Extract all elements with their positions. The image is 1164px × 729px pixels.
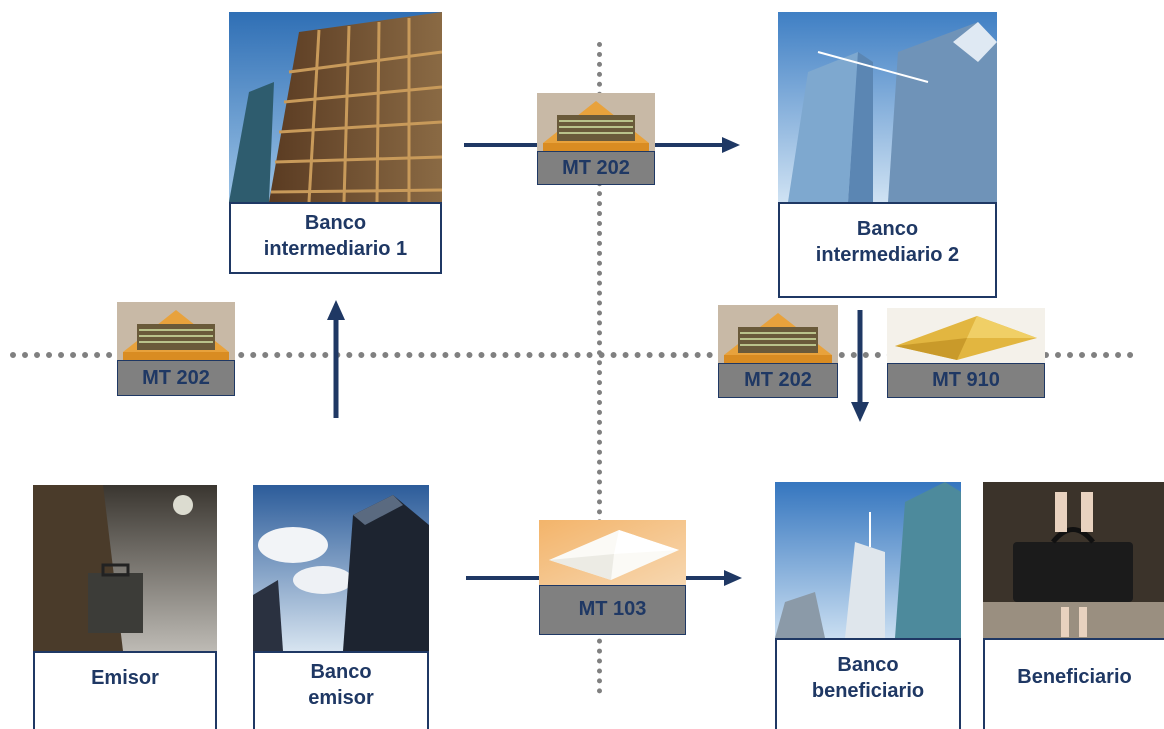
node-label-line1: Banco — [856, 218, 919, 240]
message-label-mt202-left: MT 202 — [117, 360, 235, 396]
node-label-line1: Banco — [837, 654, 899, 676]
node-label-line2: beneficiario — [811, 680, 925, 702]
node-label-line1: Beneficiario — [1017, 666, 1132, 688]
node-banco-intermediario-2: Banco intermediario 2 — [778, 202, 997, 298]
node-banco-emisor: Banco emisor — [253, 651, 429, 729]
arrow-emisor-to-intermediario1 — [327, 300, 345, 418]
node-label-line1: Banco — [304, 212, 367, 234]
node-label-line2: intermediario 1 — [263, 238, 408, 260]
node-emisor: Emisor — [33, 651, 217, 729]
money-envelope-icon — [718, 305, 838, 363]
gold-envelope-icon — [887, 308, 1045, 363]
arrow-intermediario2-to-beneficiario — [851, 310, 869, 422]
building-photo-intermediario-2 — [778, 12, 997, 202]
message-label-mt202-right: MT 202 — [718, 363, 838, 398]
message-label-mt103: MT 103 — [539, 585, 686, 635]
message-label-mt910: MT 910 — [887, 363, 1045, 398]
node-label-line2: intermediario 2 — [815, 244, 960, 266]
building-photo-intermediario-1 — [229, 12, 442, 202]
vertical-divider — [597, 42, 602, 694]
person-holding-briefcase-photo — [983, 482, 1164, 638]
message-label-mt202-top: MT 202 — [537, 151, 655, 185]
building-photo-emisor — [253, 485, 429, 651]
node-banco-beneficiario: Banco beneficiario — [775, 638, 961, 729]
node-beneficiario: Beneficiario — [983, 638, 1164, 729]
node-label-line1: Banco — [310, 661, 372, 683]
node-banco-intermediario-1: Banco intermediario 1 — [229, 202, 442, 274]
horizontal-divider — [10, 352, 1134, 358]
person-with-briefcase-photo — [33, 485, 217, 651]
node-label-line1: Emisor — [91, 667, 159, 689]
money-envelope-icon — [117, 302, 235, 360]
money-envelope-icon — [537, 93, 655, 151]
node-label-line2: emisor — [308, 687, 374, 709]
building-photo-beneficiario — [775, 482, 961, 638]
white-envelope-icon — [539, 520, 686, 585]
